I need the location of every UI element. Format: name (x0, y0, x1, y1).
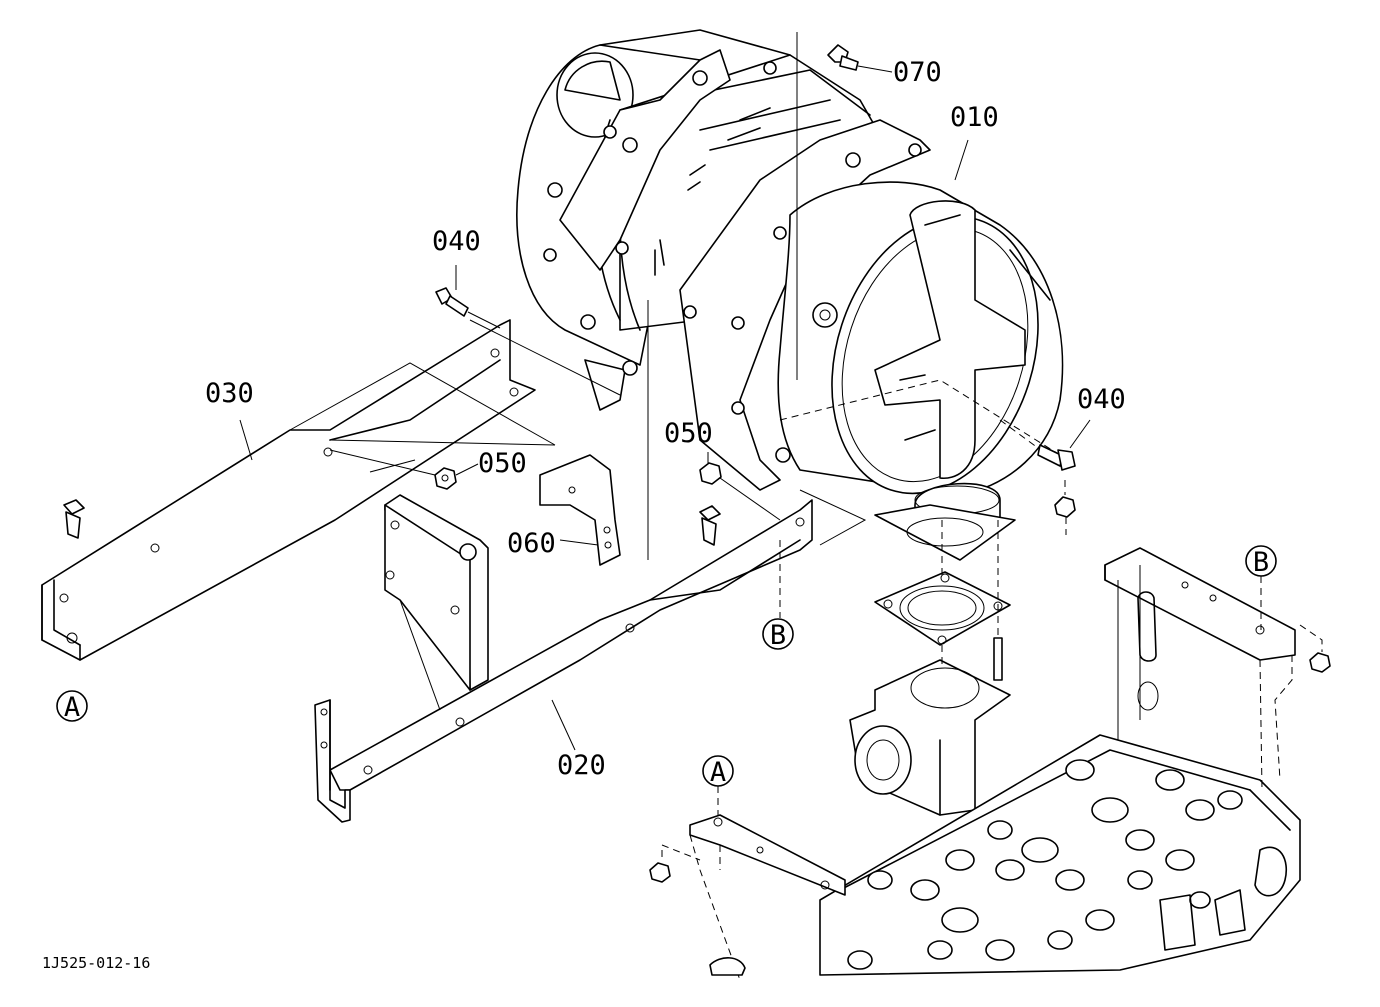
svg-text:A: A (710, 757, 726, 788)
nut-050-middle (699, 452, 781, 521)
bracket-a-lower (689, 814, 846, 981)
bracket-060 (539, 454, 621, 566)
callout-030: 030 (205, 378, 254, 409)
svg-text:B: B (770, 620, 786, 651)
gasket (874, 571, 1011, 646)
bolt-040-right (999, 419, 1091, 471)
callout-050-left: 050 (478, 448, 527, 479)
callout-050-middle: 050 (664, 418, 713, 449)
callout-070: 070 (893, 57, 942, 88)
stud (993, 637, 1003, 681)
leader-010 (954, 139, 969, 181)
svg-text:A: A (64, 692, 80, 723)
bracket-030-link (469, 319, 621, 396)
bolt-lower-left (63, 499, 85, 539)
nut-right (1054, 480, 1076, 535)
pipe-stub (709, 957, 746, 976)
ref-a-lower: A (702, 755, 734, 816)
bolt-middle (699, 505, 721, 546)
nut-b-right (1299, 624, 1331, 673)
bracket-030 (41, 319, 556, 661)
bolt-040-left (435, 265, 501, 329)
drawing-code: 1J525-012-16 (42, 954, 150, 972)
bracket-020 (314, 489, 867, 823)
svg-text:B: B (1253, 547, 1269, 578)
ref-b-right: B (1245, 545, 1277, 630)
cylinder-head (819, 734, 1301, 976)
ref-a-left: A (56, 690, 88, 723)
bracket-b-right (1104, 547, 1296, 791)
nut-a-lower (649, 844, 701, 883)
outlet-flange (874, 504, 1016, 561)
exhaust-adapter (849, 659, 1011, 816)
leader-030 (239, 419, 253, 461)
nut-050-left (329, 449, 479, 490)
bolt-070 (827, 44, 893, 73)
ref-b-middle: B (762, 540, 794, 651)
callout-060: 060 (507, 528, 556, 559)
callout-040-right: 040 (1077, 384, 1126, 415)
callout-040-left: 040 (432, 226, 481, 257)
callout-010: 010 (950, 102, 999, 133)
leader-020 (551, 699, 576, 751)
dpf-muffler-assembly (516, 29, 1064, 540)
callout-020: 020 (557, 750, 606, 781)
